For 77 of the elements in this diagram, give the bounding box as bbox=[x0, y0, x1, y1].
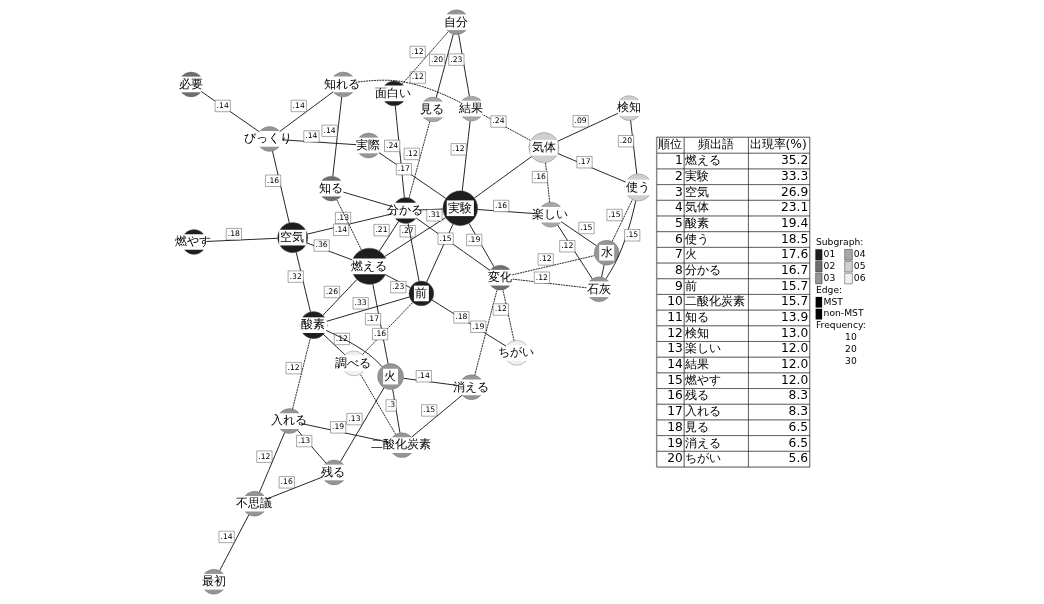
label: 火 bbox=[684, 247, 697, 262]
label: 14 bbox=[666, 357, 683, 372]
label: 出現率(%) bbox=[749, 137, 807, 152]
label: 13.9 bbox=[780, 310, 808, 325]
label: 楽しい bbox=[684, 341, 721, 356]
label: 15 bbox=[666, 372, 683, 387]
label: 18 bbox=[666, 419, 683, 434]
label: 使う bbox=[684, 231, 709, 246]
label: 17 bbox=[666, 404, 683, 419]
label: 2 bbox=[674, 168, 683, 183]
label: 燃やす bbox=[684, 372, 721, 387]
label: 12 bbox=[666, 325, 683, 340]
label: 7 bbox=[674, 247, 683, 262]
label: 酸素 bbox=[684, 215, 709, 230]
legend-label: 30 bbox=[844, 354, 857, 366]
label: 検知 bbox=[684, 325, 709, 340]
label: 12.0 bbox=[780, 357, 808, 372]
legend-label: 02 bbox=[823, 260, 835, 272]
label: 20 bbox=[666, 451, 683, 466]
label: 二酸化炭素 bbox=[684, 294, 745, 309]
label: 17.6 bbox=[780, 247, 808, 262]
label: 9 bbox=[674, 278, 683, 293]
label: Frequency: bbox=[815, 319, 866, 331]
label: 見る bbox=[684, 419, 709, 434]
label: 5 bbox=[674, 215, 683, 230]
legend-label: non-MST bbox=[823, 307, 864, 319]
label: 11 bbox=[666, 310, 683, 325]
label: 6 bbox=[674, 231, 683, 246]
label: 消える bbox=[684, 435, 721, 450]
label: 35.2 bbox=[780, 153, 808, 168]
label: 空気 bbox=[684, 184, 709, 199]
label: 気体 bbox=[684, 200, 709, 215]
label: 実験 bbox=[684, 168, 709, 183]
label: 13 bbox=[666, 341, 683, 356]
label: 26.9 bbox=[780, 184, 808, 199]
label: 12.0 bbox=[780, 372, 808, 387]
label: ちがい bbox=[684, 451, 721, 466]
label: 16 bbox=[666, 388, 683, 403]
label: 8.3 bbox=[788, 388, 808, 403]
label: 19 bbox=[666, 435, 683, 450]
label: 5.6 bbox=[788, 451, 808, 466]
label: 順位 bbox=[657, 137, 682, 152]
label: 8 bbox=[674, 262, 683, 277]
label: 13.0 bbox=[780, 325, 808, 340]
label: 12.0 bbox=[780, 341, 808, 356]
label: 入れる bbox=[684, 404, 721, 419]
label: 15.7 bbox=[780, 278, 808, 293]
label: 16.7 bbox=[780, 262, 808, 277]
legend-label: 03 bbox=[823, 271, 835, 283]
legend-label: MST bbox=[823, 295, 843, 307]
label: Subgraph: bbox=[815, 236, 863, 248]
legend-label: 04 bbox=[853, 248, 866, 260]
label: 前 bbox=[684, 278, 697, 293]
label: 23.1 bbox=[780, 200, 808, 215]
label: 6.5 bbox=[788, 435, 808, 450]
label: 6.5 bbox=[788, 419, 808, 434]
label: 19.4 bbox=[780, 215, 808, 230]
label: 18.5 bbox=[780, 231, 808, 246]
label: 知る bbox=[684, 310, 709, 325]
label: 頻出語 bbox=[697, 137, 734, 152]
legend-label: 20 bbox=[844, 343, 857, 355]
legend-label: 06 bbox=[853, 271, 866, 283]
label: 15.7 bbox=[780, 294, 808, 309]
label: 分かる bbox=[684, 262, 721, 277]
label: 1 bbox=[674, 153, 683, 168]
legend-label: 10 bbox=[844, 331, 857, 343]
label: 燃える bbox=[684, 153, 721, 168]
label: 結果 bbox=[684, 357, 709, 372]
label: Edge: bbox=[815, 283, 842, 295]
legend-label: 01 bbox=[823, 248, 835, 260]
label: 33.3 bbox=[780, 168, 808, 183]
label: 残る bbox=[684, 388, 709, 403]
label: 3 bbox=[674, 184, 683, 199]
legend-label: 05 bbox=[853, 260, 866, 272]
label: 8.3 bbox=[788, 404, 808, 419]
label: 10 bbox=[666, 294, 683, 309]
label: 4 bbox=[674, 200, 683, 215]
